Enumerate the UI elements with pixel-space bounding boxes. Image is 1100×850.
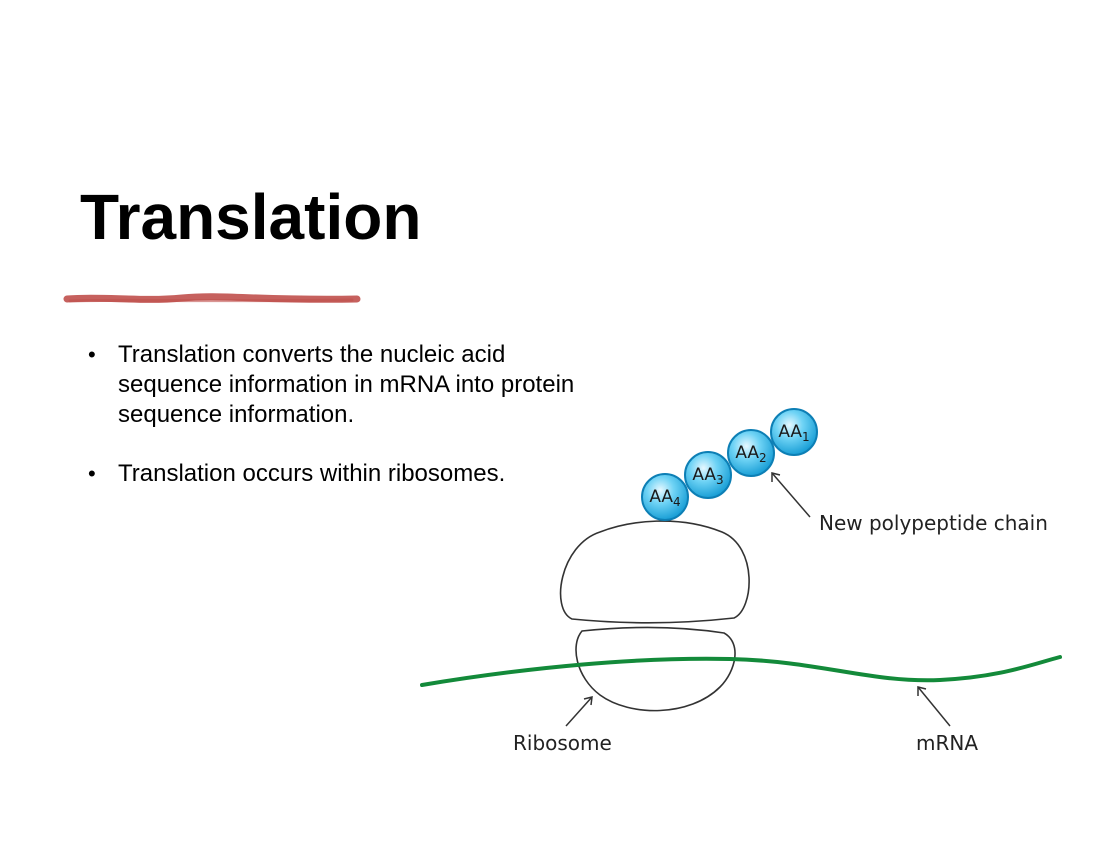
bullet-dot-icon: • xyxy=(88,342,96,367)
svg-text:AA1: AA1 xyxy=(778,422,809,444)
amino-acid-subscript: 3 xyxy=(716,473,724,487)
mrna-strand xyxy=(420,655,1062,687)
bullet-item: • Translation occurs within ribosomes. xyxy=(88,459,608,489)
ribosome-pointer-arrow xyxy=(565,696,593,727)
amino-acid-2: AA2 xyxy=(727,429,775,477)
slide-title: Translation xyxy=(80,181,422,253)
ribosome-large-subunit xyxy=(559,520,750,624)
amino-acid-label: AA xyxy=(692,465,716,485)
amino-acid-1: AA1 xyxy=(770,408,818,456)
amino-acid-subscript: 1 xyxy=(802,430,810,444)
bullet-dot-icon: • xyxy=(88,461,96,486)
svg-text:AA2: AA2 xyxy=(735,443,766,465)
bullet-item: • Translation converts the nucleic acid … xyxy=(88,340,608,430)
svg-text:AA3: AA3 xyxy=(692,465,723,487)
amino-acid-4: AA4 xyxy=(641,473,689,521)
amino-acid-label: AA xyxy=(778,422,802,442)
amino-acid-subscript: 2 xyxy=(759,451,767,465)
mrna-label: mRNA xyxy=(916,731,978,755)
bullet-text: Translation occurs within ribosomes. xyxy=(118,460,506,487)
polypeptide-pointer-arrow xyxy=(771,472,811,518)
ribosome-label: Ribosome xyxy=(513,731,612,755)
amino-acid-3: AA3 xyxy=(684,451,732,499)
ribosome-small-subunit xyxy=(575,626,736,712)
bullet-text: Translation converts the nucleic acid se… xyxy=(118,341,575,428)
translation-diagram: AA4 AA3 AA2 AA1 New polypeptide chain Ri… xyxy=(420,408,1062,755)
polypeptide-label: New polypeptide chain xyxy=(819,511,1048,535)
mrna-pointer-arrow xyxy=(917,686,951,727)
amino-acid-label: AA xyxy=(735,443,759,463)
amino-acid-label: AA xyxy=(649,487,673,507)
svg-text:AA4: AA4 xyxy=(649,487,680,509)
title-underline xyxy=(63,293,361,303)
amino-acid-subscript: 4 xyxy=(673,495,681,509)
bullet-list: • Translation converts the nucleic acid … xyxy=(88,340,608,518)
